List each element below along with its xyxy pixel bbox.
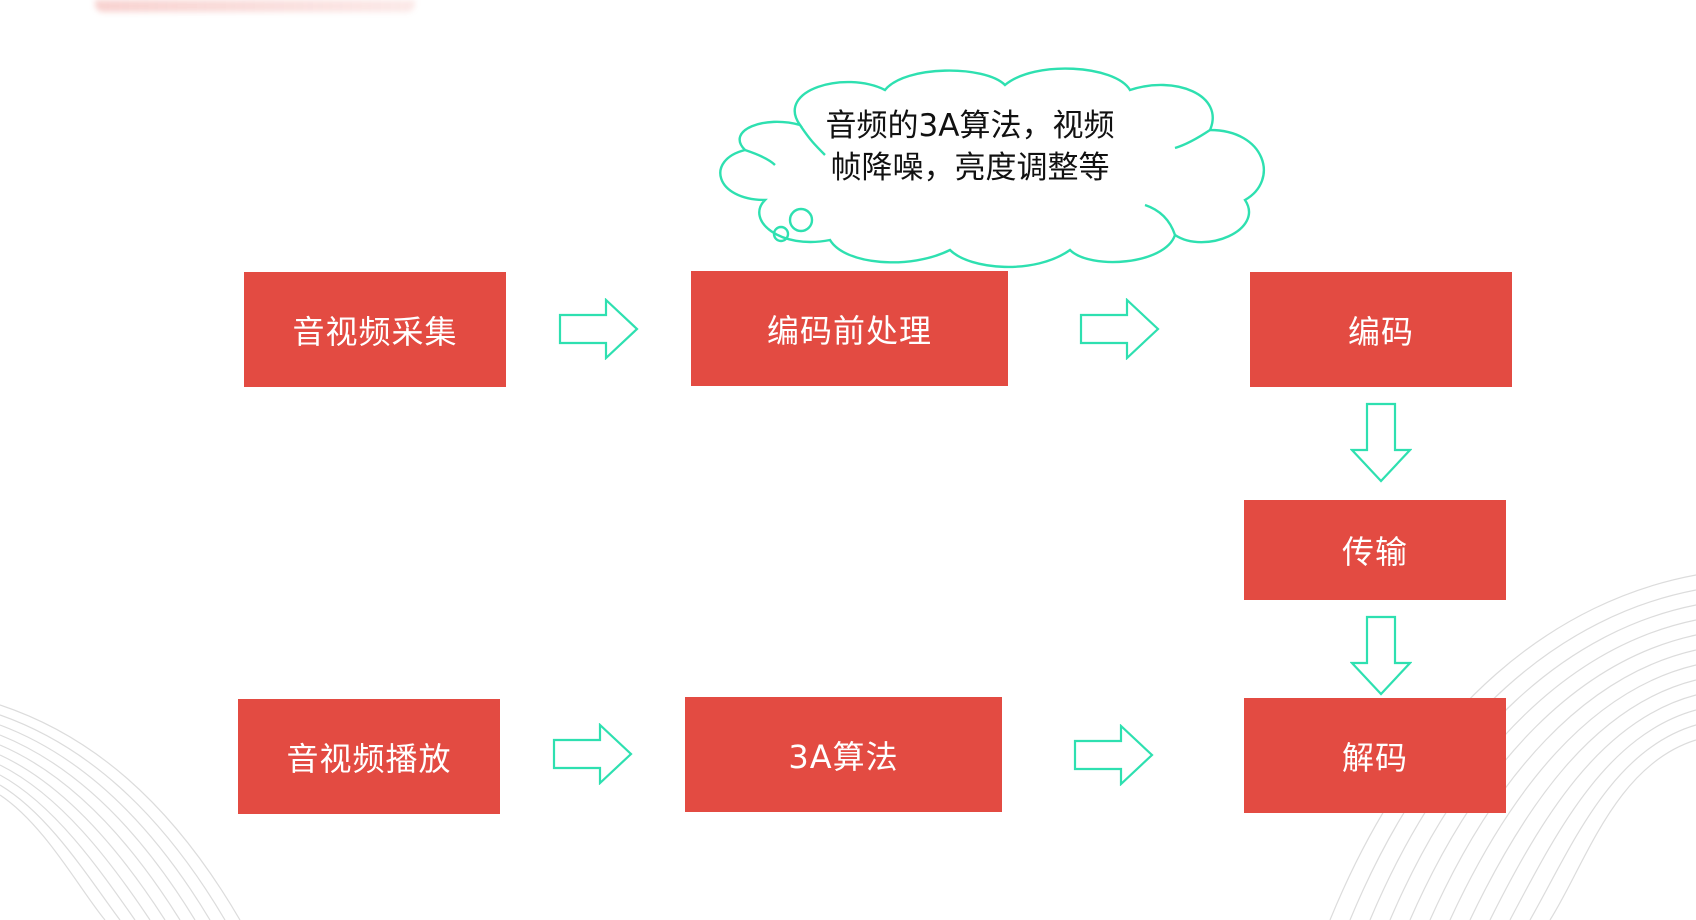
encode-label: 编码 xyxy=(1347,312,1414,351)
thought-cloud-icon xyxy=(719,67,1265,269)
capture-box: 音视频采集 xyxy=(244,272,506,387)
cloud-line-2: 帧降噪，亮度调整等 xyxy=(830,150,1110,186)
encode-box: 编码 xyxy=(1250,272,1512,387)
preprocess-label: 编码前处理 xyxy=(766,311,932,350)
aec-box: 3A算法 xyxy=(685,697,1002,812)
cloud-line-1: 音频的3A算法，视频 xyxy=(825,108,1115,144)
arrow-right-icon xyxy=(1079,298,1160,360)
arrow-right-icon xyxy=(1073,724,1154,786)
capture-label: 音视频采集 xyxy=(292,312,458,351)
top-faded-title-remnant xyxy=(95,0,415,12)
arrow-right-icon xyxy=(552,723,633,785)
decode-label: 解码 xyxy=(1341,738,1408,777)
decode-box: 解码 xyxy=(1244,698,1506,813)
arrow-down-icon xyxy=(1350,615,1412,696)
preprocess-box: 编码前处理 xyxy=(691,271,1008,386)
arrow-right-icon xyxy=(558,298,639,360)
arrow-down-icon xyxy=(1350,402,1412,483)
transmit-box: 传输 xyxy=(1244,500,1506,600)
cloud-annotation-text: 音频的3A算法，视频 帧降噪，亮度调整等 xyxy=(800,105,1140,189)
aec-label: 3A算法 xyxy=(788,737,899,776)
playback-box: 音视频播放 xyxy=(238,699,500,814)
transmit-label: 传输 xyxy=(1341,533,1408,571)
playback-label: 音视频播放 xyxy=(286,739,452,778)
